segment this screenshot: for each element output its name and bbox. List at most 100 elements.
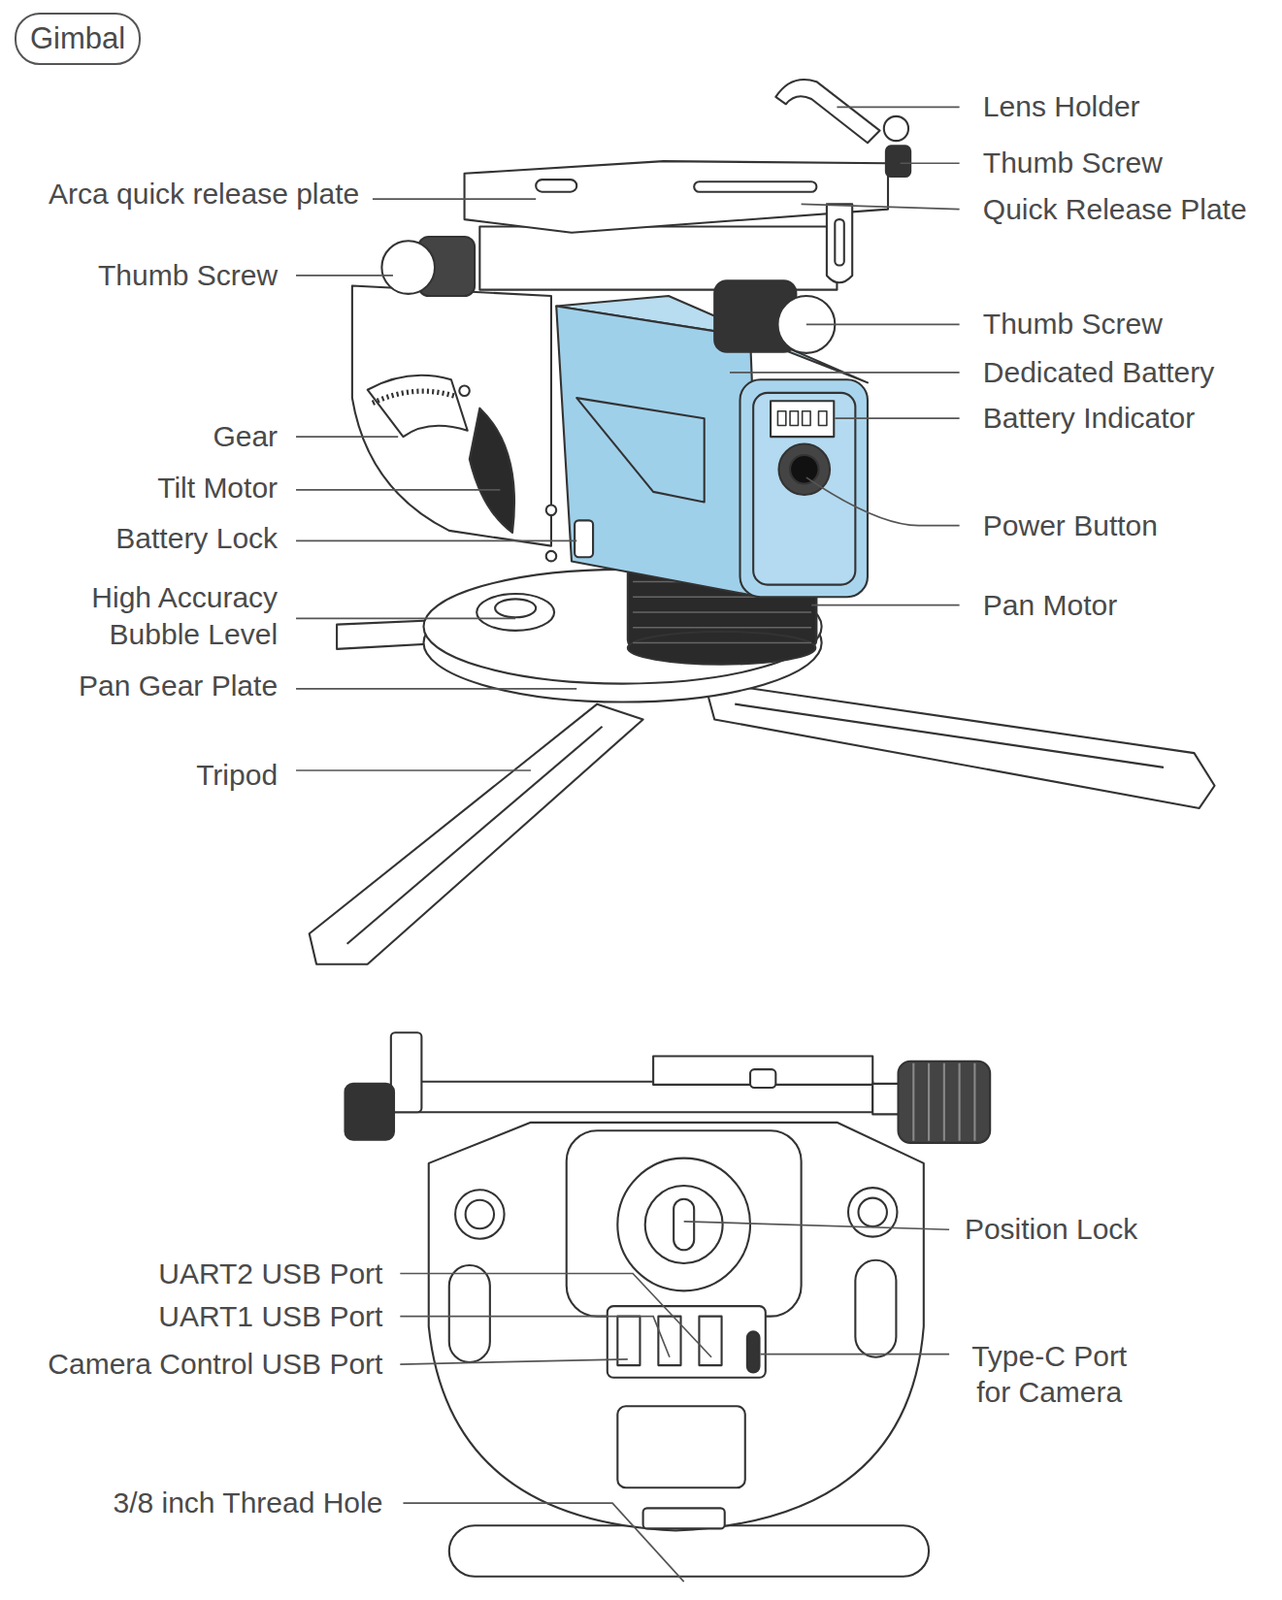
part-label: Dedicated Battery: [983, 354, 1215, 392]
leader-line: [729, 371, 960, 374]
leader-line: [811, 604, 959, 607]
power-button: [789, 455, 819, 484]
indicator-bar: [789, 411, 798, 427]
leader-line: [760, 1353, 951, 1356]
body-bottom: [428, 1122, 924, 1532]
leader-line: [295, 769, 531, 772]
thumb-screw: [884, 116, 909, 141]
leader-line: [372, 197, 536, 200]
mount-hole: [455, 1189, 504, 1239]
plate-stop: [750, 1069, 776, 1088]
side-slot: [854, 1260, 896, 1358]
leader-line: [834, 417, 959, 420]
thumb-screw: [381, 240, 435, 295]
part-label: 3/8 inch Thread Hole: [112, 1484, 383, 1522]
screw: [546, 551, 558, 562]
part-label: Lens Holder: [983, 89, 1141, 127]
base-plate: [449, 1525, 929, 1578]
indicator-bar: [802, 411, 811, 427]
part-label: Tilt Motor: [157, 469, 278, 507]
leader-line: [399, 1316, 670, 1358]
side-slot: [449, 1265, 491, 1363]
lock-slot: [673, 1199, 694, 1251]
part-label: Arca quick release plate: [48, 175, 360, 213]
leg-edge: [347, 726, 603, 945]
leader-line: [801, 203, 960, 209]
holder-slot: [834, 219, 844, 265]
part-label: Thumb Screw: [98, 257, 278, 295]
usb-port: [698, 1316, 722, 1366]
thumb-screw: [345, 1084, 395, 1141]
leader-line: [295, 540, 577, 543]
usb-port: [657, 1316, 681, 1366]
mount-hole: [858, 1198, 888, 1227]
type-c-port: [747, 1331, 760, 1373]
position-lock: [645, 1185, 724, 1264]
leader-line: [295, 617, 516, 620]
leader-line: [806, 477, 960, 526]
thumb-screw: [898, 1061, 991, 1144]
battery-end: [740, 379, 868, 597]
bottom-view: [345, 1032, 991, 1578]
part-label: High Accuracy Bubble Level: [37, 579, 278, 653]
leader-line: [295, 435, 398, 438]
battery-groove: [576, 397, 704, 502]
part-label: Power Button: [983, 507, 1158, 545]
title-badge: Gimbal: [14, 12, 141, 66]
leader-line: [900, 162, 960, 165]
indicator-bar: [777, 411, 786, 427]
thumb-screw: [886, 145, 911, 177]
leader-line: [399, 1359, 628, 1365]
leader-line: [399, 1273, 712, 1357]
part-label: Quick Release Plate: [983, 191, 1248, 229]
thread-mount: [617, 1406, 745, 1488]
leader-line: [402, 1503, 684, 1582]
battery-lock: [574, 520, 593, 558]
leader-line: [295, 688, 577, 691]
part-label: Camera Control USB Port: [47, 1346, 383, 1383]
leg-edge: [734, 704, 1164, 768]
bubble-level: [494, 598, 536, 618]
part-label: Thumb Screw: [983, 145, 1163, 183]
part-label: UART2 USB Port: [158, 1255, 383, 1293]
part-label: Gear: [212, 418, 278, 456]
pan-motor: [627, 631, 817, 665]
part-label: Pan Motor: [983, 587, 1118, 625]
tilt-bracket: [352, 285, 552, 546]
tripod-leg: [704, 682, 1216, 809]
mount-hole: [465, 1200, 494, 1229]
thread-tab: [643, 1508, 725, 1529]
holder-plate: [826, 203, 853, 283]
leader-line: [295, 489, 500, 492]
gear-teeth: [372, 391, 455, 403]
battery-end: [753, 393, 855, 586]
part-label: Thumb Screw: [983, 306, 1163, 344]
knurling: [913, 1063, 975, 1142]
part-label: Position Lock: [964, 1212, 1138, 1250]
tripod-leg: [309, 704, 644, 965]
part-label: Pan Gear Plate: [78, 667, 278, 705]
part-label: Tripod: [196, 757, 278, 795]
lens-holder: [391, 1032, 423, 1113]
indicator-bar: [818, 411, 826, 427]
battery-indicator: [770, 400, 834, 437]
bubble-level: [476, 593, 555, 631]
tilt-gear: [367, 375, 468, 437]
plate-slot: [693, 181, 817, 193]
leader-line: [836, 106, 959, 109]
part-label: Battery Indicator: [983, 399, 1195, 437]
mount-hole: [848, 1187, 897, 1237]
leader-lines: [295, 106, 960, 1582]
plate-bar: [393, 1082, 873, 1114]
usb-port: [617, 1316, 640, 1366]
part-label: Type-C Port for Camera: [957, 1337, 1142, 1411]
part-label: UART1 USB Port: [158, 1298, 383, 1336]
part-label: Battery Lock: [115, 521, 278, 559]
quick-release-plate: [464, 161, 888, 233]
tilt-motor: [469, 408, 515, 533]
lens-holder: [775, 79, 880, 143]
screw: [546, 505, 558, 517]
leader-line: [806, 324, 960, 327]
